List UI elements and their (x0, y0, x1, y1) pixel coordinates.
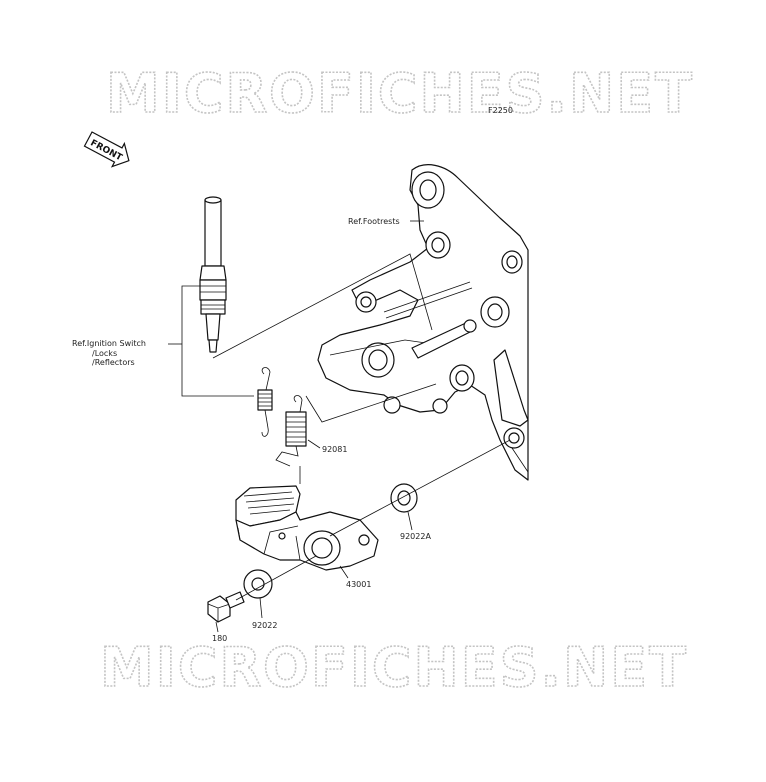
leader-lines (168, 220, 511, 633)
washer-92022 (243, 569, 273, 599)
brake-light-switch (199, 196, 227, 353)
ref-footrests-label: Ref.Footrests (348, 217, 400, 226)
part-number-spring: 92081 (322, 445, 347, 454)
ref-ignition-label-1: Ref.Ignition Switch (72, 339, 146, 348)
footrest-bracket (317, 164, 529, 481)
ref-ignition-label-2: /Locks (92, 349, 117, 358)
part-number-washer: 92022 (252, 621, 277, 630)
part-number-bolt: 180 (212, 634, 227, 643)
part-number-washer-a: 92022A (400, 532, 431, 541)
bolt-180 (207, 591, 245, 623)
switch-spring (257, 367, 273, 437)
watermark-top: MICROFICHES.NET (106, 62, 694, 125)
watermark-bottom: MICROFICHES.NET (100, 636, 688, 699)
figure-code: F2250 (488, 106, 513, 115)
front-arrow-icon: FRONT (83, 131, 130, 168)
part-number-pedal: 43001 (346, 580, 371, 589)
return-spring (275, 395, 307, 467)
ref-ignition-label-3: /Reflectors (92, 358, 135, 367)
brake-pedal (235, 485, 379, 571)
washer-92022a (390, 483, 418, 513)
